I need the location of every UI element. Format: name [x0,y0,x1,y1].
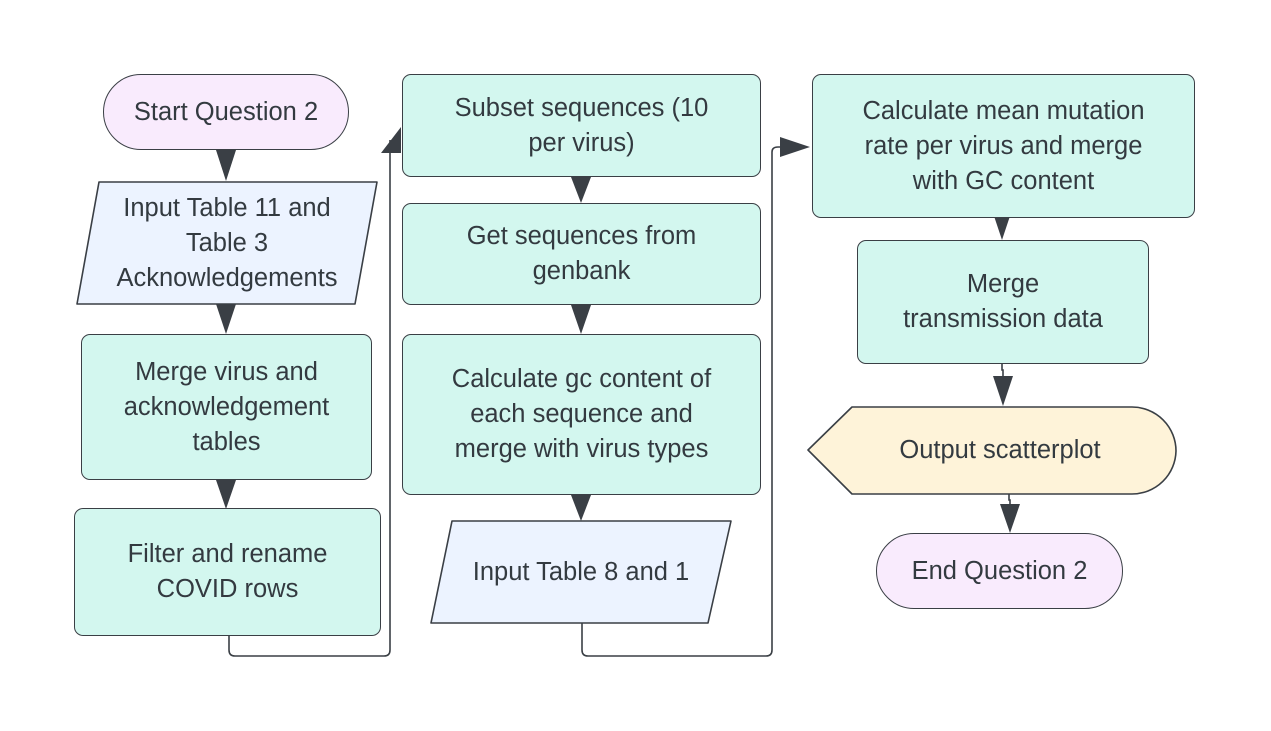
output-scatterplot-node: Output scatterplot [852,407,1148,494]
merge-transmission-node: Merge transmission data [857,240,1149,364]
input-table-8-shape [430,520,732,624]
node-label: Output scatterplot [899,436,1101,464]
arrowhead [216,480,236,509]
calculate-gc-node: Calculate gc content of each sequence an… [402,334,761,495]
arrowhead [381,127,401,153]
end-question-node: End Question 2 [876,533,1123,609]
node-label: Input Table 11 and Table 3 Acknowledgeme… [116,193,338,292]
arrowhead [1000,504,1020,533]
arrowhead [216,304,236,334]
filter-covid-node: Filter and rename COVID rows [74,508,381,636]
arrowhead [216,150,236,181]
output-scatterplot-shape [807,406,1177,495]
arrowhead [780,137,810,157]
arrowhead [993,376,1013,406]
arrowhead [571,495,591,521]
connector-line [228,140,391,657]
node-label: Calculate gc content of each sequence an… [451,365,712,463]
connector-line [581,146,790,657]
node-label: Merge transmission data [903,270,1103,333]
node-label: Filter and rename COVID rows [127,540,328,603]
input-table-11-shape [76,181,378,305]
start-question-node: Start Question 2 [103,74,349,150]
input-table-8-node: Input Table 8 and 1 [436,521,726,623]
node-label: End Question 2 [911,556,1088,585]
node-label: Merge virus and acknowledgement tables [123,357,330,456]
subset-sequences-node: Subset sequences (10 per virus) [402,74,761,177]
get-sequences-node: Get sequences from genbank [402,203,761,305]
merge-virus-node: Merge virus and acknowledgement tables [81,334,372,480]
input-table-11-node: Input Table 11 and Table 3 Acknowledgeme… [80,182,374,304]
arrowhead [571,177,591,203]
calculate-mutation-node: Calculate mean mutation rate per virus a… [812,74,1195,218]
node-label: Calculate mean mutation rate per virus a… [862,96,1145,195]
arrowhead [571,305,591,334]
node-label: Get sequences from genbank [466,222,697,285]
node-label: Subset sequences (10 per virus) [454,93,709,157]
node-label: Input Table 8 and 1 [472,557,690,586]
node-label: Start Question 2 [133,97,319,126]
